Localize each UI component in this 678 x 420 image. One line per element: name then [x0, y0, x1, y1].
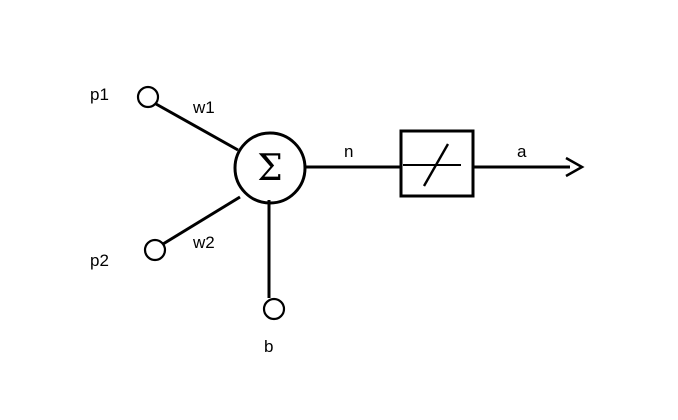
summation-symbol: Σ — [257, 148, 282, 189]
input-p2-node — [143, 238, 167, 262]
weight-w1-label: w1 — [192, 98, 215, 117]
bias-label: b — [264, 337, 273, 356]
input-p1-wire — [155, 102, 239, 152]
input-p1-node — [136, 85, 160, 109]
input-p2-wire — [162, 195, 241, 246]
bias-node — [262, 297, 286, 321]
input-p1-label: p1 — [90, 85, 109, 104]
net-input-label: n — [344, 142, 353, 161]
transfer-function-box — [399, 129, 475, 198]
input-p2-label: p2 — [90, 251, 109, 270]
output-label: a — [517, 142, 527, 161]
weight-w2-label: w2 — [192, 233, 215, 252]
linear-transfer-icon — [422, 143, 450, 187]
output-arrow-icon — [565, 156, 585, 178]
